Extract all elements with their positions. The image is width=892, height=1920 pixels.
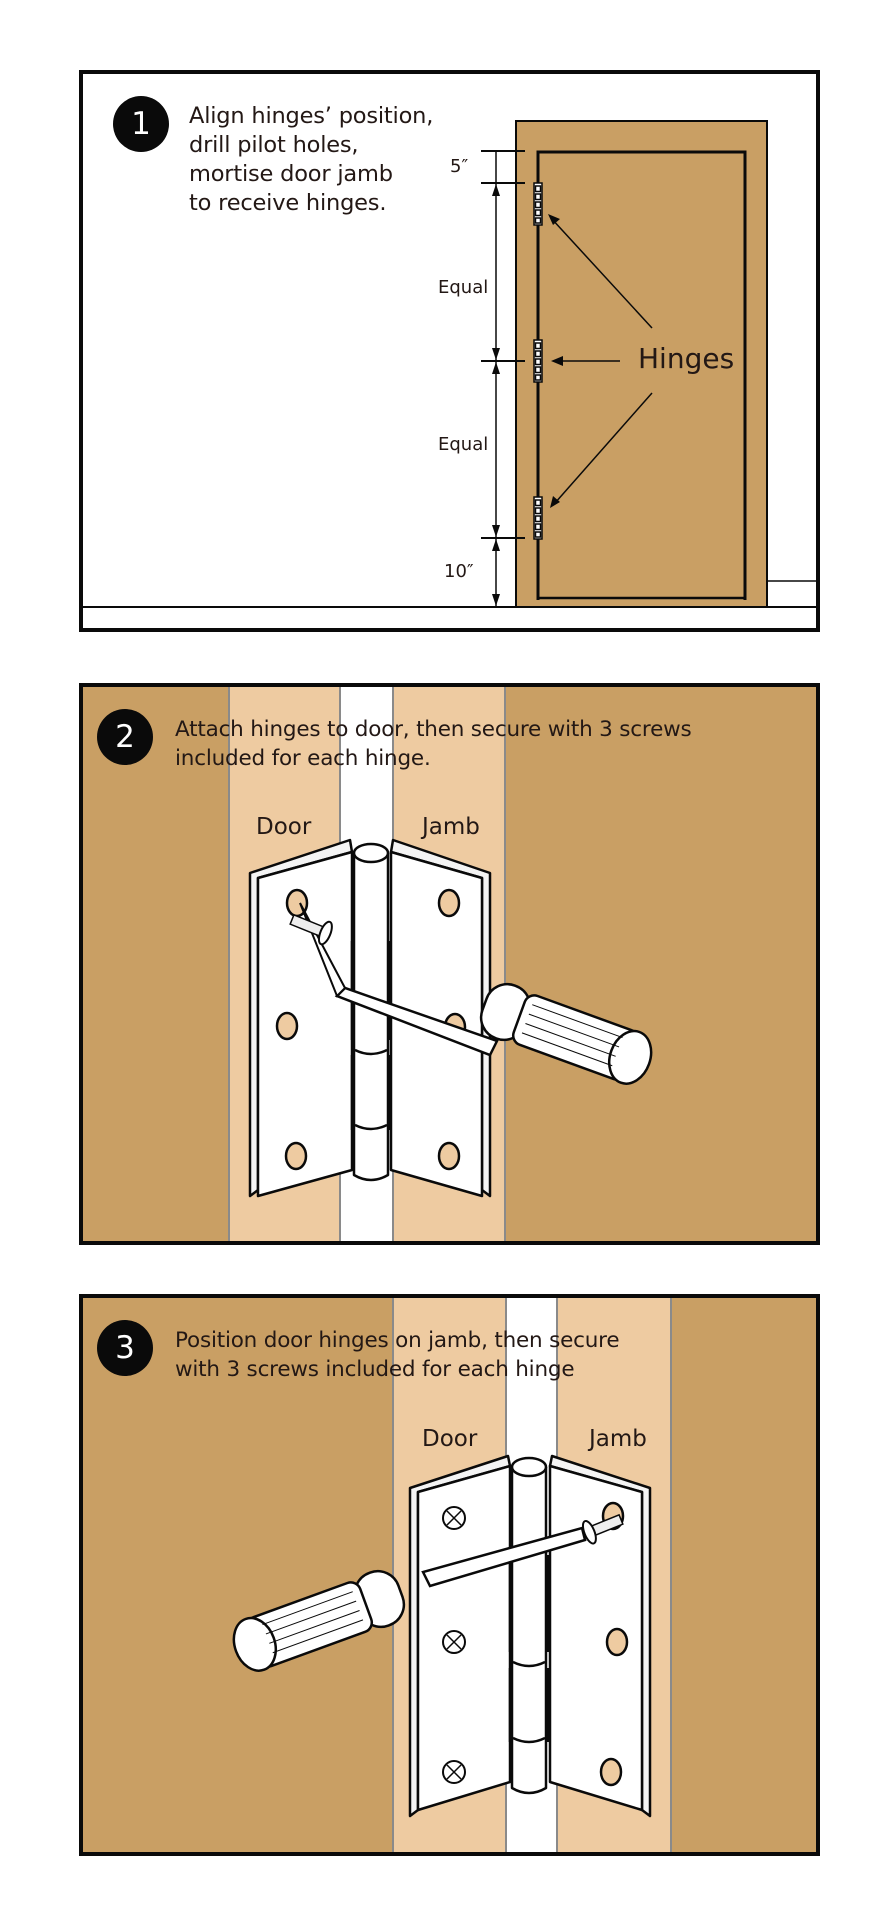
dimension-label-top: 5″ [450,156,469,177]
mount-hinge-illustration [232,1298,672,1852]
door-frame-diagram [83,120,816,608]
screw-icon [581,1513,624,1545]
step-number-badge: 2 [97,709,153,765]
step-1-panel: 1 Align hinges’ position, drill pilot ho… [79,70,820,632]
door-label: Door [256,814,312,840]
hinge-icon [533,182,543,226]
screwdriver-icon [289,902,653,1085]
jamb-label: Jamb [589,1426,647,1452]
step-instruction: Align hinges’ position, drill pilot hole… [189,103,434,216]
screwdriver-icon [232,1513,624,1672]
dimension-label-lower: Equal [438,434,489,455]
step-instruction: Position door hinges on jamb, then secur… [175,1328,620,1382]
callout-arrows [550,217,653,504]
jamb-label: Jamb [422,814,480,840]
hinge-icon [533,339,543,383]
hinges-callout-label: Hinges [638,342,735,375]
attach-hinge-illustration [228,687,653,1241]
dimension-arrowheads [492,184,500,606]
step-3-panel: 3 Position door hinges on jamb, then sec… [79,1294,820,1856]
door-frame [515,120,768,608]
screw-holes [275,888,467,1171]
installed-screws [442,1506,466,1784]
step-number-badge: 3 [97,1320,153,1376]
screw-icon [289,913,333,946]
step-2-panel: 2 Attach hinges to door, then secure wit… [79,683,820,1245]
door-label: Door [422,1426,478,1452]
dimension-label-bottom: 10″ [444,561,474,582]
hinge-icon [533,496,543,540]
step-number-badge: 1 [113,96,169,152]
dimension-label-upper: Equal [438,277,489,298]
step-instruction: Attach hinges to door, then secure with … [175,717,692,771]
